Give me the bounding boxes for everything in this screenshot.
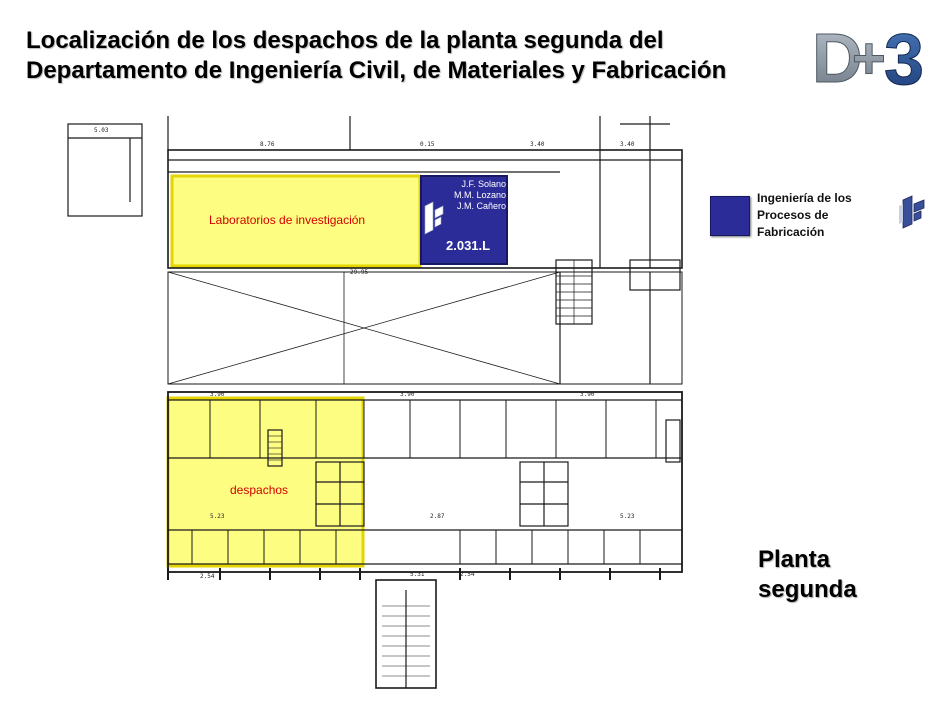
svg-text:3.40: 3.40 <box>620 141 635 148</box>
ipf-icon <box>424 201 444 235</box>
page-title-line-1: Localización de los despachos de la plan… <box>26 27 664 54</box>
office-occupant-2: M.M. Lozano <box>453 190 506 200</box>
plan-top-left-annex <box>67 123 143 217</box>
legend-swatch <box>710 196 750 236</box>
office-2031L-box <box>420 175 508 265</box>
page-title-line-2: Departamento de Ingeniería Civil, de Mat… <box>26 57 727 84</box>
svg-text:3.40: 3.40 <box>530 141 545 148</box>
plan-courtyard <box>167 271 683 385</box>
offices-label: despachos <box>230 483 289 497</box>
office-occupant-3: J.M. Cañero <box>456 201 506 211</box>
svg-text:8.76: 8.76 <box>260 141 275 148</box>
svg-text:3.90: 3.90 <box>400 391 415 398</box>
research-labs-label: Laboratorios de investigación <box>209 213 366 227</box>
di3-logo-d: D <box>812 24 863 90</box>
plan-lower-block <box>167 391 683 573</box>
di3-logo-plus: + <box>852 26 886 90</box>
svg-text:0.15: 0.15 <box>420 141 435 148</box>
di3-logo-3: 3 <box>884 24 924 90</box>
office-occupants: J.F. Solano M.M. Lozano J.M. Cañero <box>428 179 506 212</box>
plan-stair-inner-right <box>665 419 681 463</box>
legend-ipf-icon <box>899 195 925 229</box>
office-code: 2.031.L <box>446 238 491 253</box>
research-labs-zone <box>170 174 422 268</box>
svg-text:3.90: 3.90 <box>580 391 595 398</box>
floor-plan: 5.03 8.76 0.15 3.40 3.40 29.95 3.90 3.90… <box>67 116 683 689</box>
svg-text:5.23: 5.23 <box>620 513 635 520</box>
svg-text:29.95: 29.95 <box>350 269 368 276</box>
legend-label-line-3: Fabricación <box>757 225 825 239</box>
legend-label-line-1: Ingeniería de los <box>757 191 852 205</box>
floor-label: Planta segunda <box>758 545 857 605</box>
svg-text:5.31: 5.31 <box>410 571 425 578</box>
plan-upper-block <box>167 149 683 269</box>
svg-text:2.54: 2.54 <box>460 571 475 578</box>
office-occupant-1: J.F. Solano <box>461 179 506 189</box>
svg-text:2.87: 2.87 <box>430 513 445 520</box>
svg-text:3.90: 3.90 <box>210 391 225 398</box>
page-title: Localización de los despachos de la plan… <box>26 26 816 86</box>
legend-label-line-2: Procesos de <box>757 208 829 222</box>
di3-logo: D + 3 <box>812 24 925 90</box>
floor-label-line-1: Planta <box>758 546 831 573</box>
legend-label: Ingeniería de los Procesos de Fabricació… <box>757 190 887 241</box>
svg-text:5.23: 5.23 <box>210 513 225 520</box>
floor-label-line-2: segunda <box>758 576 857 603</box>
svg-text:5.03: 5.03 <box>94 127 109 134</box>
svg-text:2.54: 2.54 <box>200 573 215 580</box>
